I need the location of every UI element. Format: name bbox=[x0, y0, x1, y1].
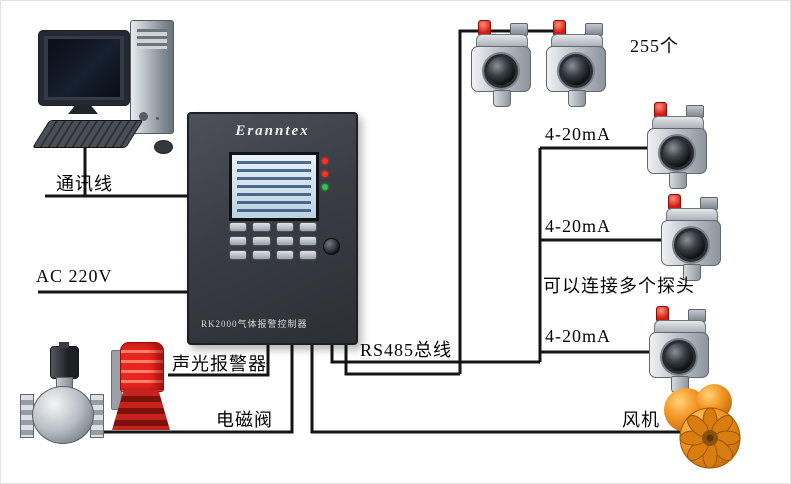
exhaust-fan bbox=[664, 384, 741, 469]
keypad-button bbox=[252, 250, 271, 260]
controller-lcd-screen bbox=[229, 152, 319, 221]
gas-detector bbox=[646, 102, 708, 190]
bus-wire bbox=[344, 345, 460, 376]
controller-brand: Eranntex bbox=[235, 123, 310, 139]
signal-label-2: 4-20mA bbox=[545, 216, 611, 236]
detector-count-label: 255个 bbox=[630, 36, 679, 56]
gas-detector bbox=[660, 194, 722, 282]
rs485-wire bbox=[330, 345, 540, 364]
computer-workstation bbox=[26, 16, 178, 158]
detector-inlet bbox=[669, 172, 687, 189]
gas-detector bbox=[545, 20, 607, 108]
computer-mouse bbox=[154, 140, 173, 154]
computer-tower bbox=[130, 20, 174, 134]
detector-sensor bbox=[660, 136, 694, 170]
controller-keypad bbox=[229, 222, 317, 260]
detector-inlet bbox=[568, 90, 586, 107]
keypad-button bbox=[275, 236, 294, 246]
detector-alarm-light-icon bbox=[656, 306, 669, 321]
valve-coil bbox=[50, 342, 79, 379]
keypad-button bbox=[298, 222, 317, 232]
detector-inlet bbox=[493, 90, 511, 107]
keypad-button bbox=[275, 250, 294, 260]
rs485-bus-label: RS485总线 bbox=[360, 340, 453, 360]
monitor-screen bbox=[48, 39, 120, 97]
ac-power-label: AC 220V bbox=[36, 266, 113, 286]
detector-sensor bbox=[484, 54, 518, 88]
keypad-button bbox=[229, 236, 248, 246]
gas-detector bbox=[648, 306, 710, 394]
solenoid-valve bbox=[20, 342, 104, 446]
detector-alarm-light-icon bbox=[668, 194, 681, 209]
comm-line-label: 通讯线 bbox=[56, 174, 113, 194]
keypad-button bbox=[298, 250, 317, 260]
keypad-button bbox=[298, 236, 317, 246]
alarm-label: 声光报警器 bbox=[172, 354, 267, 374]
detector-inlet bbox=[683, 264, 701, 281]
detector-sensor bbox=[662, 340, 696, 374]
controller-model-label: RK2000气体报警控制器 bbox=[201, 319, 308, 329]
computer-monitor bbox=[38, 30, 130, 106]
computer-keyboard bbox=[32, 120, 144, 148]
status-led-icon bbox=[322, 184, 328, 190]
detector-alarm-light-icon bbox=[478, 20, 491, 35]
fan-wire bbox=[310, 345, 690, 434]
alarm-beacon-light bbox=[120, 342, 164, 392]
signal-label-3: 4-20mA bbox=[545, 326, 611, 346]
fan-label: 风机 bbox=[622, 410, 660, 430]
solenoid-valve-label: 电磁阀 bbox=[216, 410, 273, 430]
gas-detector bbox=[470, 20, 532, 108]
comm-wire bbox=[45, 144, 190, 198]
alarm-wire bbox=[168, 345, 270, 377]
detector-sensor bbox=[674, 228, 708, 262]
valve-wire bbox=[98, 345, 294, 434]
status-led-icon bbox=[322, 171, 328, 177]
detector-sensor bbox=[559, 54, 593, 88]
keypad-button bbox=[252, 236, 271, 246]
signal-label-1: 4-20mA bbox=[545, 124, 611, 144]
keypad-button bbox=[252, 222, 271, 232]
keypad-button bbox=[275, 222, 294, 232]
fan-impeller bbox=[679, 407, 741, 469]
keypad-button bbox=[229, 222, 248, 232]
controller-lock-knob bbox=[323, 238, 340, 255]
detector-alarm-light-icon bbox=[553, 20, 566, 35]
detector-alarm-light-icon bbox=[654, 102, 667, 117]
gas-alarm-controller: Eranntex RK2000气体报警控制器 bbox=[187, 112, 358, 345]
keypad-button bbox=[229, 250, 248, 260]
sound-light-alarm bbox=[110, 342, 172, 434]
valve-body bbox=[32, 386, 94, 444]
monitor-stand bbox=[68, 105, 98, 114]
multi-probe-note: 可以连接多个探头 bbox=[543, 276, 695, 296]
status-led-icon bbox=[322, 158, 328, 164]
